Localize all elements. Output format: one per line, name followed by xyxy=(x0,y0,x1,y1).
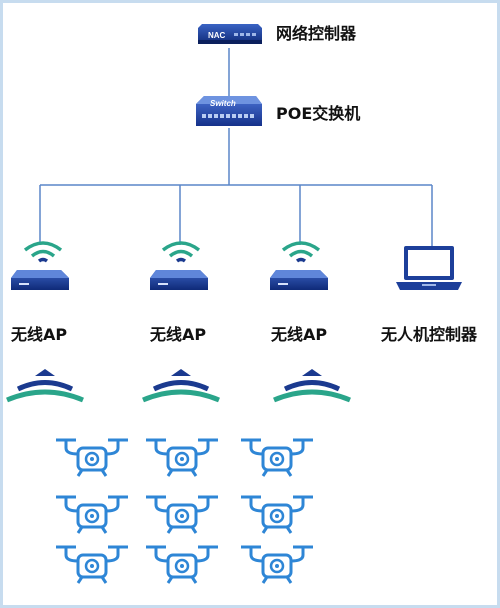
drone-icon xyxy=(146,438,218,477)
drone-icon xyxy=(56,545,128,584)
wifi-signal-icon xyxy=(142,369,220,403)
connection-lines xyxy=(39,48,433,248)
nac-label: 网络控制器 xyxy=(276,24,357,43)
nac-badge: NAC xyxy=(208,31,226,40)
wifi-signal-icon xyxy=(23,241,63,263)
wifi-signal-icon xyxy=(273,369,351,403)
network-controller-icon: NAC xyxy=(198,24,262,44)
ap-label-2: 无线AP xyxy=(150,325,207,344)
wireless-ap-icon xyxy=(270,270,328,290)
wifi-signal-icon xyxy=(161,241,201,263)
drone-icon xyxy=(56,438,128,477)
drone-icon xyxy=(241,495,313,534)
drone-icon xyxy=(146,545,218,584)
wireless-ap-icon xyxy=(11,270,69,290)
uav-controller-label: 无人机控制器 xyxy=(381,325,478,344)
drone-icon xyxy=(146,495,218,534)
wifi-signal-icon xyxy=(6,369,84,403)
ap-label-1: 无线AP xyxy=(11,325,68,344)
poe-switch-icon: Switch xyxy=(196,96,262,126)
switch-badge: Switch xyxy=(210,99,236,108)
wifi-signal-icon xyxy=(281,241,321,263)
laptop-icon xyxy=(396,246,462,290)
ap-label-3: 无线AP xyxy=(271,325,328,344)
drone-icon xyxy=(56,495,128,534)
drone-grid xyxy=(56,438,313,584)
wireless-ap-icon xyxy=(150,270,208,290)
switch-label: POE交换机 xyxy=(276,104,361,123)
drone-icon xyxy=(241,545,313,584)
drone-icon xyxy=(241,438,313,477)
